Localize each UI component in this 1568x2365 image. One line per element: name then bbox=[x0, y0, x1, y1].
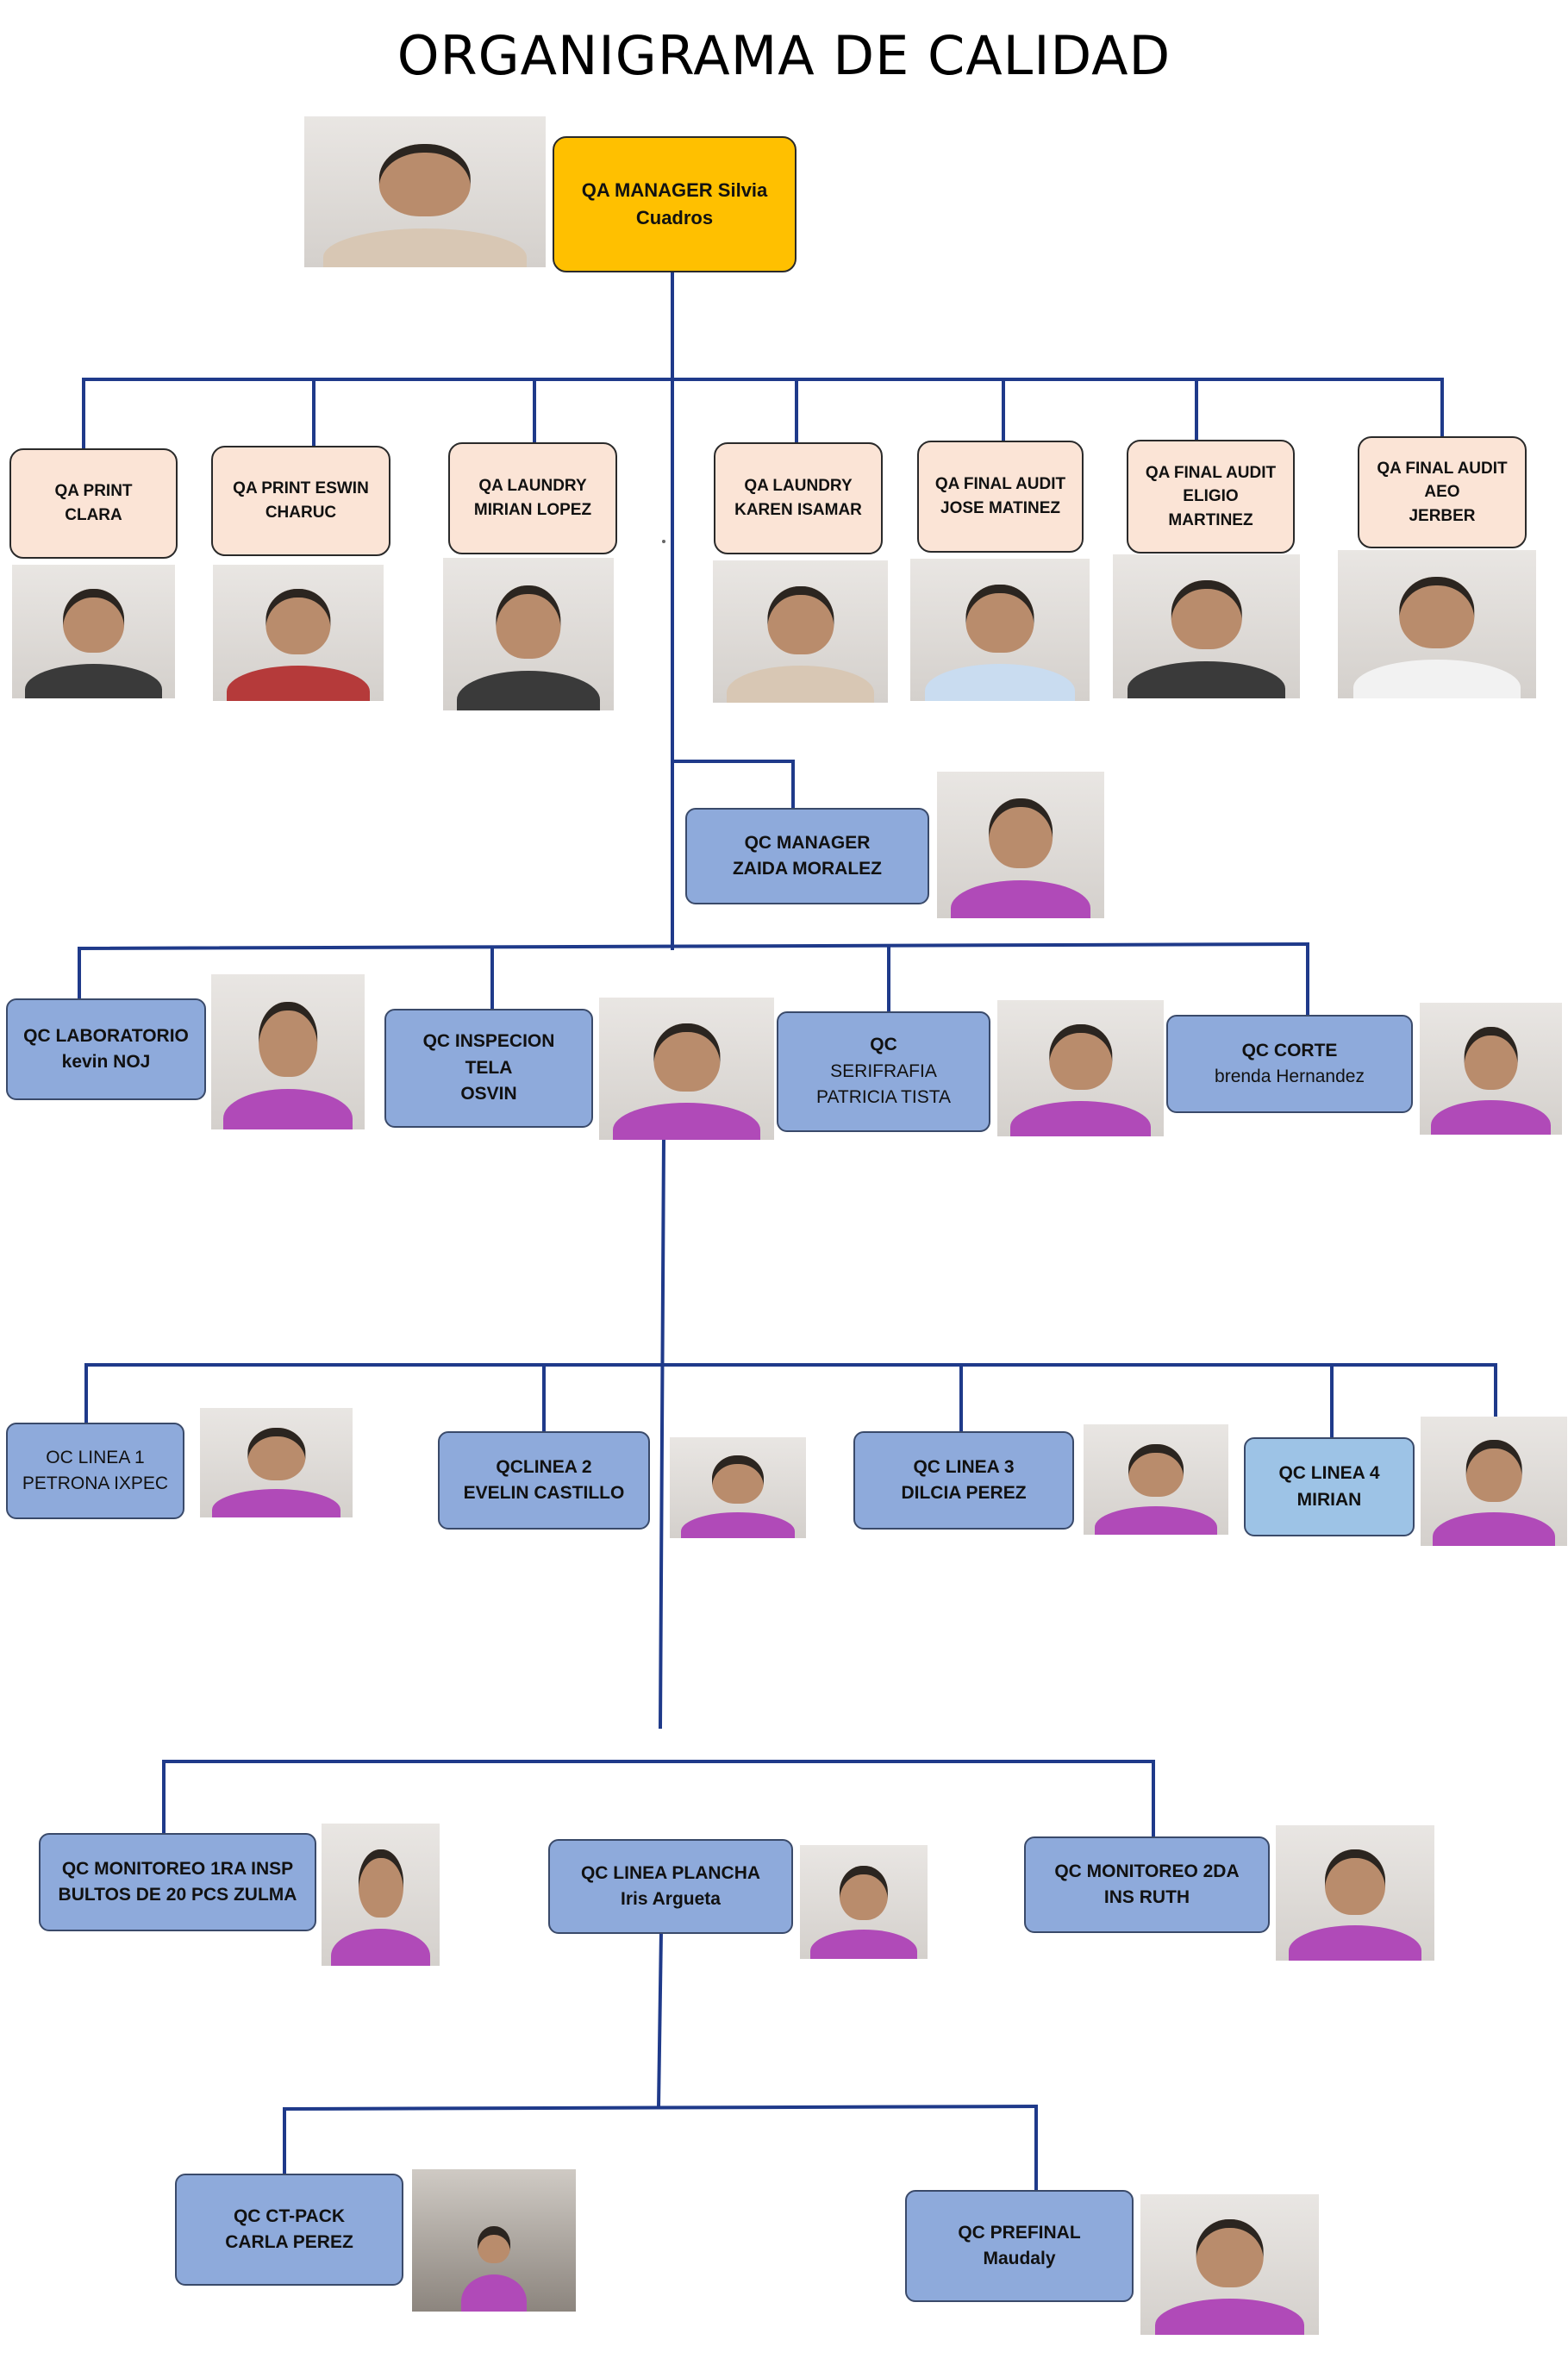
qa-laundry-mirian-photo bbox=[443, 558, 614, 710]
qa-final-eligio-photo bbox=[1113, 554, 1300, 698]
qc-corte-photo bbox=[1420, 1003, 1562, 1135]
qc-monitoreo2-photo bbox=[1276, 1825, 1434, 1961]
qc-manager-photo bbox=[937, 772, 1104, 918]
qc-linea2-photo bbox=[670, 1437, 806, 1538]
qc-plancha-photo bbox=[800, 1845, 928, 1959]
oc-linea1-photo bbox=[200, 1408, 353, 1517]
qa-laundry-karen-photo bbox=[713, 560, 888, 703]
qc-ctpack-photo bbox=[412, 2169, 576, 2312]
qc-prefinal-photo bbox=[1140, 2194, 1319, 2335]
qa-manager-photo bbox=[304, 116, 546, 267]
page-title: ORGANIGRAMA DE CALIDAD bbox=[397, 24, 1171, 87]
qc-inspecion-photo bbox=[599, 998, 774, 1140]
qc-linea4-photo bbox=[1421, 1417, 1567, 1546]
qc-linea3-photo bbox=[1084, 1424, 1228, 1535]
qa-final-jose-photo bbox=[910, 559, 1090, 701]
qa-print-clara-photo bbox=[12, 565, 175, 698]
qc-serifrafia-photo bbox=[997, 1000, 1164, 1136]
qc-laboratorio-photo bbox=[211, 974, 365, 1129]
qc-monitoreo1-photo bbox=[322, 1824, 440, 1966]
qa-final-aeo-photo bbox=[1338, 550, 1536, 698]
qa-print-eswin-photo bbox=[213, 565, 384, 701]
